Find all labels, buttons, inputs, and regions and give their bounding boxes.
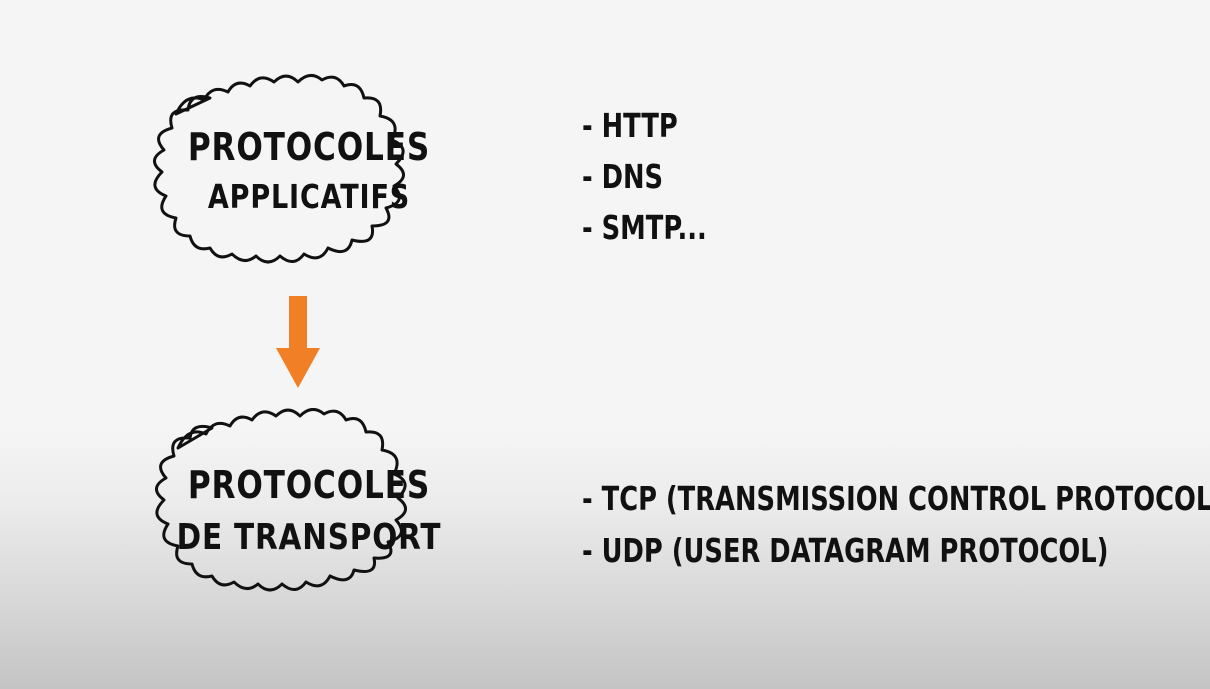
application-protocols-list: - HTTP - DNS - SMTP... [582,100,707,253]
list-item: - TCP (Transmission Control Protocol) [582,479,1210,518]
cloud-application-line1: Protocoles [187,125,431,169]
list-item: - DNS [582,157,664,196]
transport-protocols-list: - TCP (Transmission Control Protocol) - … [582,473,1210,577]
cloud-outline-icon [153,74,405,264]
cloud-transport-line1: Protocoles [187,463,431,507]
list-item: - UDP (User Datagram Protocol) [582,531,1109,570]
cloud-outline-icon [155,408,407,592]
cloud-transport-line2: de transport [176,517,442,558]
list-item: - HTTP [582,106,678,145]
list-item: - SMTP... [582,208,707,247]
down-arrow-icon [276,296,320,388]
cloud-application-line2: applicatifs [207,177,411,216]
cloud-transport-protocols: Protocoles de transport [128,408,490,618]
cloud-application-protocols: Protocoles applicatifs [128,70,490,292]
cloud-application-label: Protocoles applicatifs [161,125,458,216]
cloud-transport-label: Protocoles de transport [161,463,458,558]
